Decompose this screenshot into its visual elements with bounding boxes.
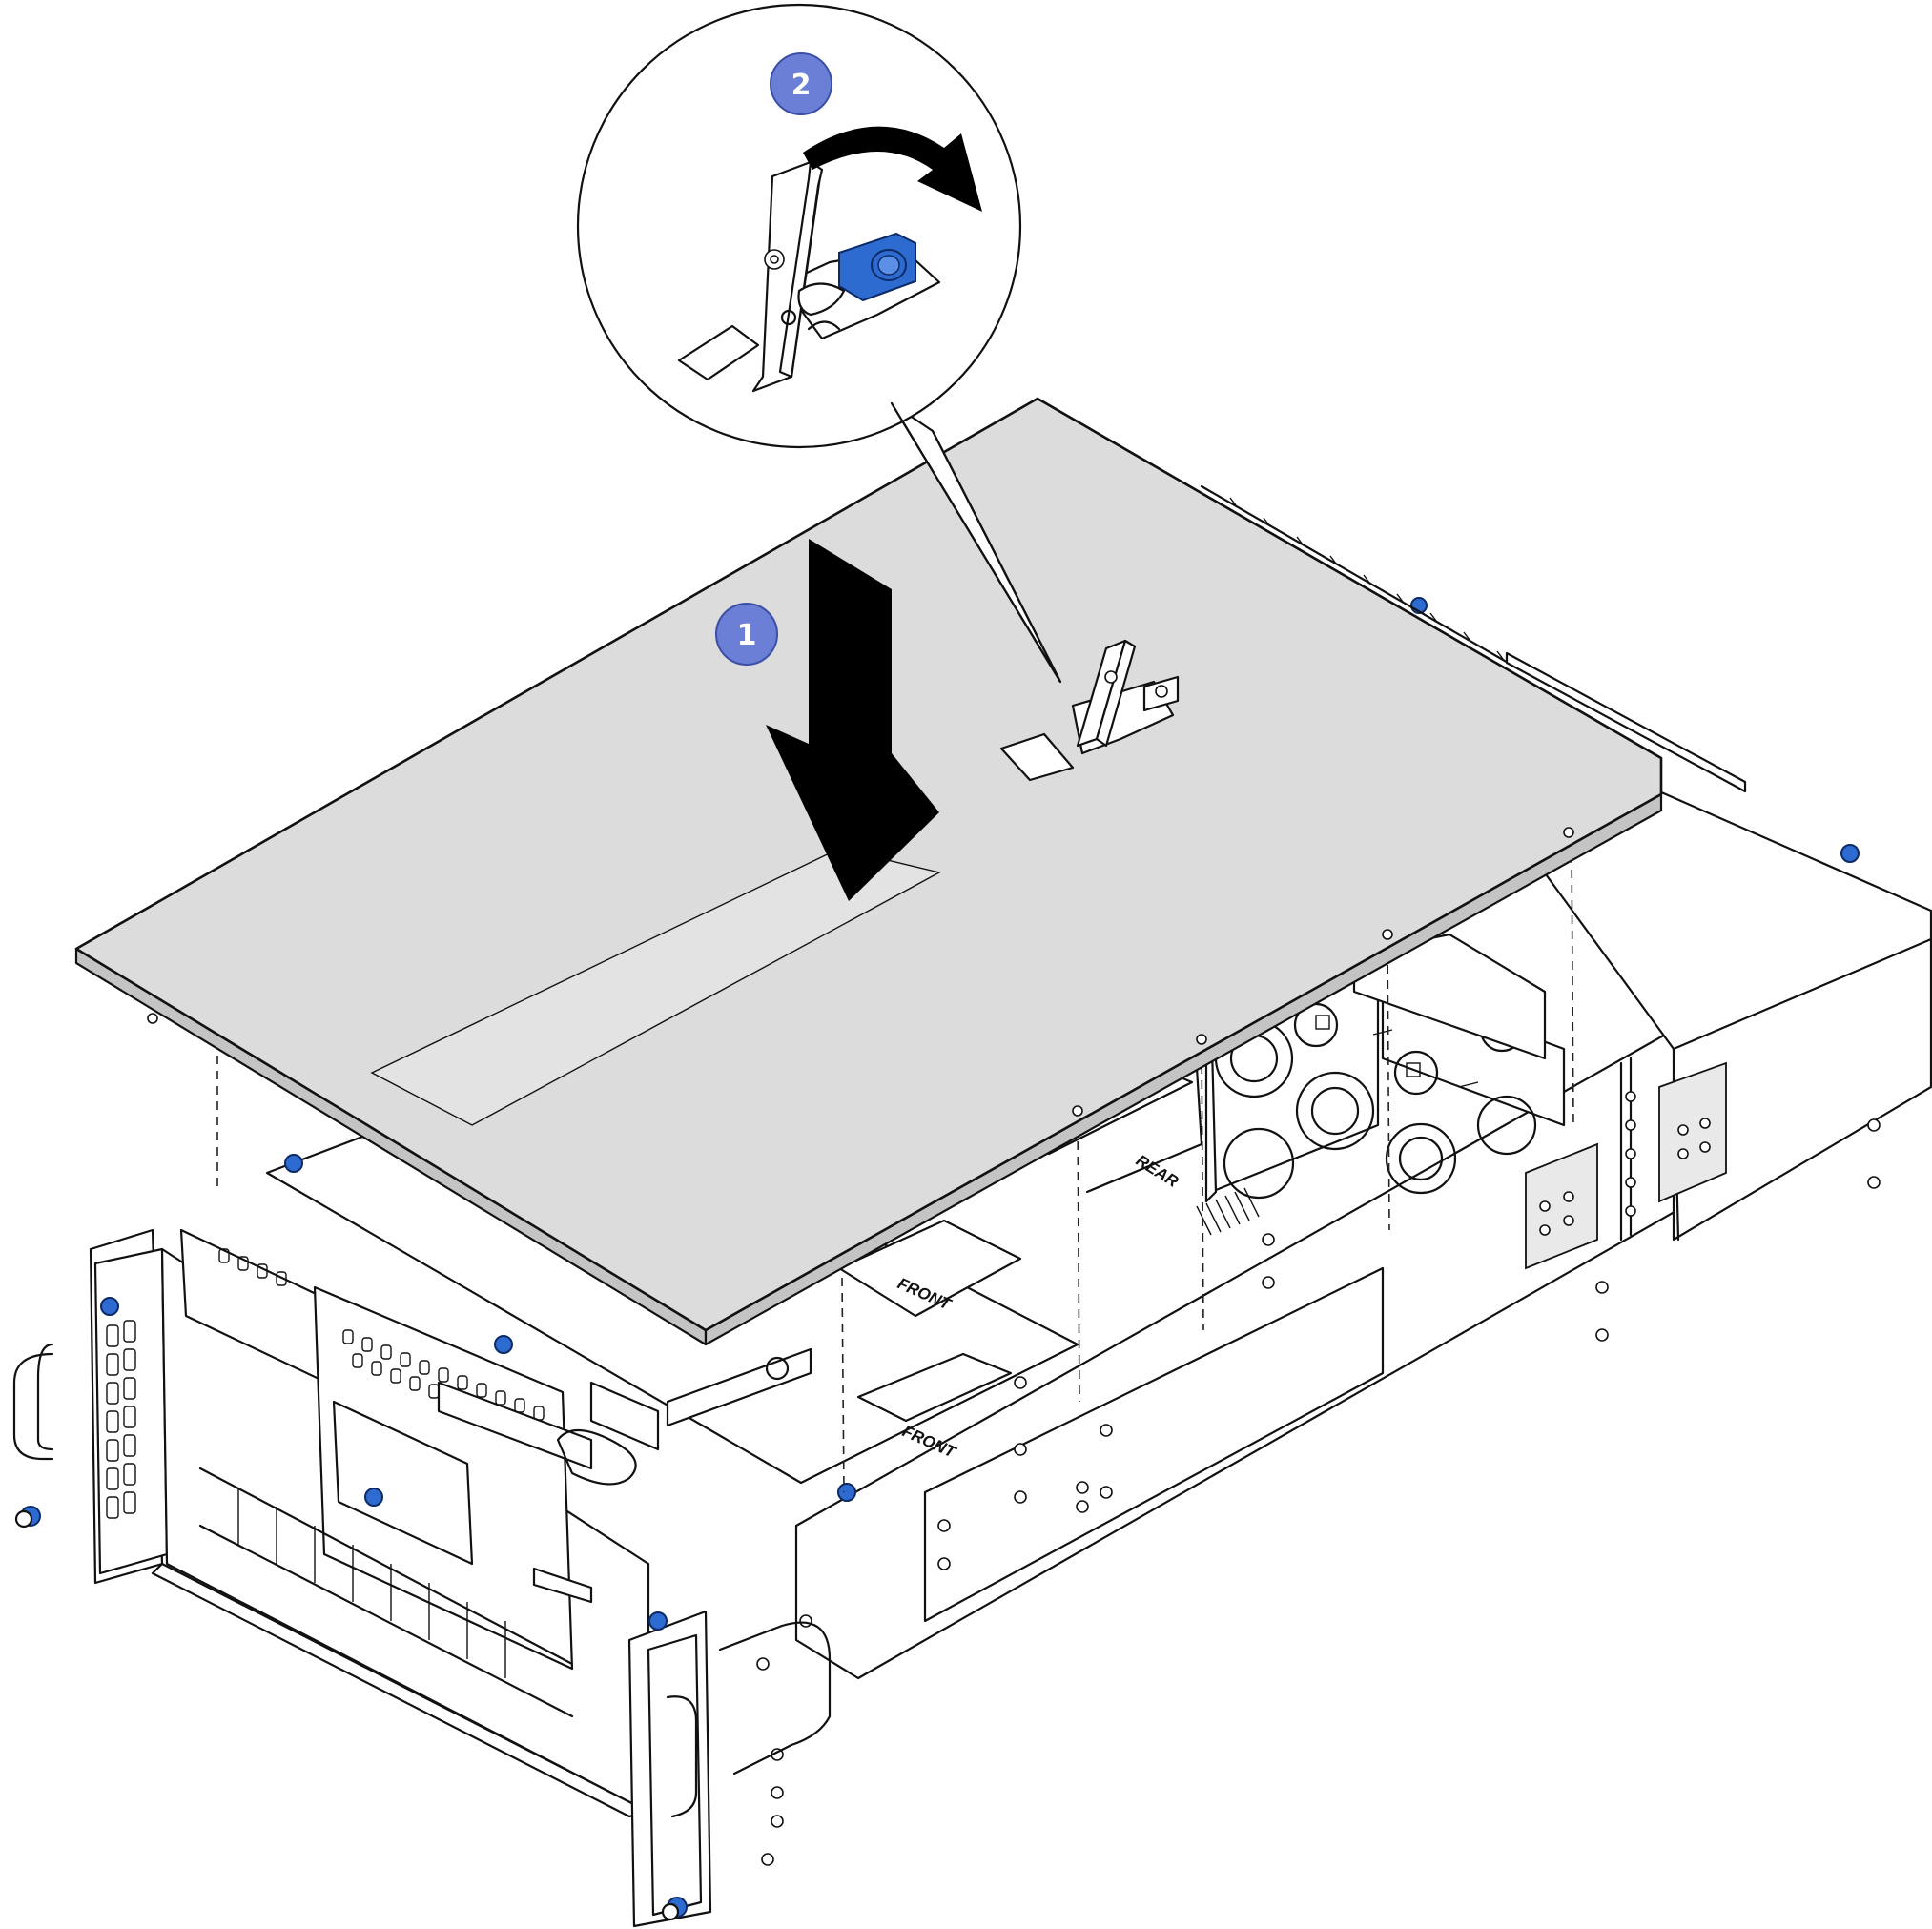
rear-label: REAR	[1133, 1151, 1182, 1191]
step-badge-2: 2	[770, 52, 832, 115]
rear-panel-strip	[1200, 484, 1747, 793]
drive-bays	[198, 1467, 574, 1718]
cover-latch	[1071, 639, 1180, 755]
callout-zoom	[576, 3, 1062, 684]
alignment-guides	[216, 838, 1574, 1493]
step-number-1: 1	[737, 619, 757, 652]
step-badge-1: 1	[715, 603, 778, 666]
front-vent-left	[106, 1320, 136, 1519]
heatsink-fins	[1196, 1187, 1260, 1236]
step-number-2: 2	[791, 69, 812, 102]
push-down-arrow	[766, 539, 939, 901]
